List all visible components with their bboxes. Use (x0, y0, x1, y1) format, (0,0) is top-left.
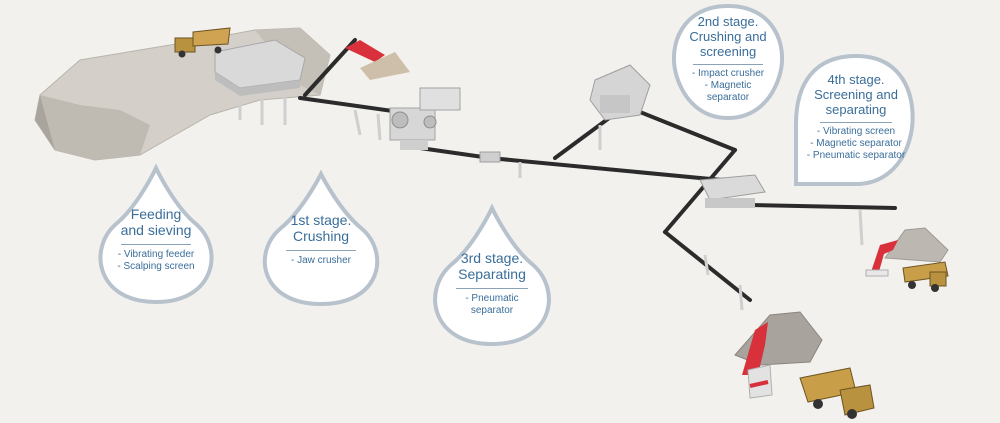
divider (456, 288, 528, 289)
stage-title-line: Separating (458, 266, 526, 282)
stage-bubble-crushing-1: 1st stage. Crushing - Jaw crusher (260, 169, 382, 307)
stage-item: - Pneumatic separator (806, 150, 906, 161)
stockpile-right (884, 227, 949, 263)
stage-item: - Magnetic separator (810, 138, 902, 149)
stage-title-line: Screening and (814, 87, 898, 102)
divider (693, 64, 763, 65)
excavator-right (865, 240, 898, 277)
bubble-shape (262, 169, 380, 307)
stage-item: separator (706, 92, 750, 103)
stage-item: - Impact crusher (691, 68, 765, 79)
conveyor-to-jaw (298, 96, 402, 114)
dump-truck-bottom (799, 367, 875, 419)
dump-truck-right (902, 261, 949, 292)
stage-bubble-feeding: Feeding and sieving - Vibrating feeder -… (96, 163, 216, 305)
stage-title-line: 4th stage. (827, 72, 885, 87)
stage-item: - Scalping screen (117, 261, 195, 272)
bubble-shape (98, 163, 214, 305)
stage-title-line: Feeding (130, 206, 182, 222)
impact-crusher-machine (589, 64, 651, 121)
stage-title-line: 2nd stage. (697, 14, 759, 29)
divider (121, 244, 191, 245)
excavator-top (345, 40, 410, 80)
conveyor-jaw-out (418, 146, 492, 160)
stage-item: - Vibrating feeder (117, 249, 195, 260)
dump-truck-top (174, 27, 231, 58)
stage-title-line: separating (825, 102, 887, 117)
stage-item: - Jaw crusher (290, 255, 351, 266)
screening-station-machine (699, 174, 766, 208)
stage-bubble-crushing-2: 2nd stage. Crushing and screening - Impa… (668, 3, 788, 121)
stage-title-line: 3rd stage. (460, 250, 524, 266)
jaw-crusher-machine (389, 87, 461, 150)
stage-title-line: Crushing (292, 228, 350, 244)
stage-title-line: and sieving (120, 222, 192, 238)
conveyor-main (488, 156, 702, 180)
conveyor-feeder (303, 38, 357, 97)
stage-bubble-screening: 4th stage. Screening and separating - Vi… (794, 53, 918, 186)
conveyor-return (663, 148, 737, 234)
bubble-shape (671, 3, 785, 121)
stage-title-line: 1st stage. (290, 212, 352, 228)
stage-bubble-separating: 3rd stage. Separating - Pneumatic separa… (430, 203, 554, 347)
excavator-bottom (742, 322, 773, 399)
stage-item: - Magnetic (704, 80, 752, 91)
stage-item: - Pneumatic (465, 293, 519, 304)
conveyor-to-pile-right (748, 203, 897, 210)
bubble-shape (794, 53, 915, 186)
divider (285, 250, 357, 251)
stage-title-line: screening (699, 44, 757, 59)
bubble-shape (433, 203, 551, 347)
stage-title-line: Crushing and (689, 29, 767, 44)
stage-item: - Vibrating screen (816, 126, 896, 137)
stage-item: separator (470, 305, 514, 316)
pneumatic-separator-machine (479, 151, 501, 163)
divider (820, 122, 892, 123)
conveyor-impact-out (628, 106, 737, 152)
vibrating-feeder-machine (214, 39, 306, 96)
